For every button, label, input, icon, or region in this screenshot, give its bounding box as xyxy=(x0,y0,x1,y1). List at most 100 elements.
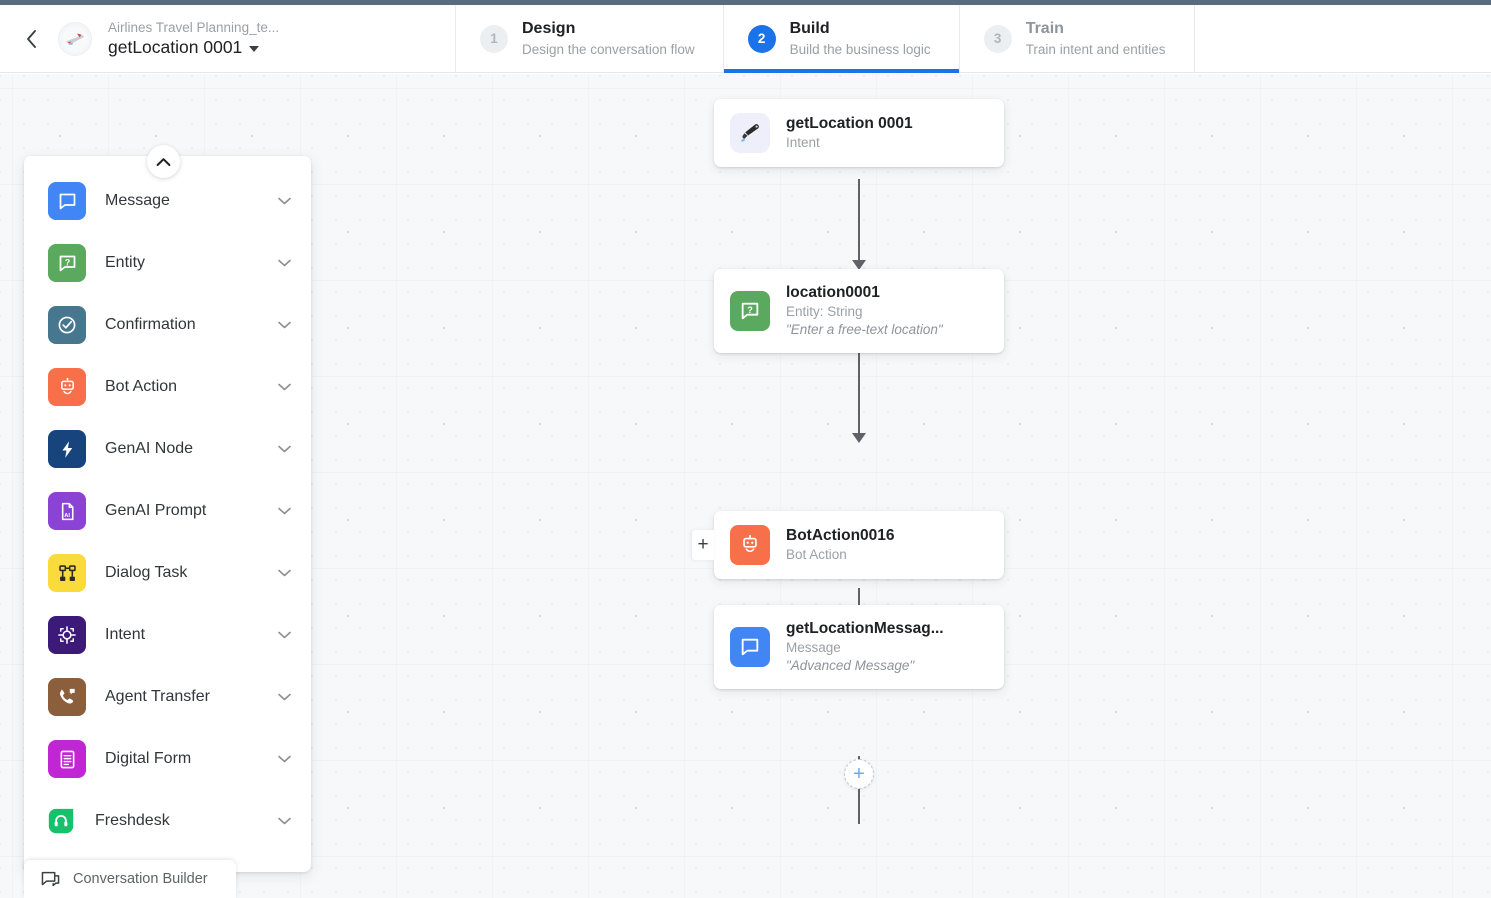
palette-item-genai-node-label: GenAI Node xyxy=(105,440,194,457)
palette-item-dialog-task-label: Dialog Task xyxy=(105,564,188,581)
palette-item-bot-action-label: Bot Action xyxy=(105,378,178,395)
node-palette-list: Message ? Entity xyxy=(24,156,311,872)
palette-item-dialog-task[interactable]: Dialog Task xyxy=(24,542,311,604)
conversation-builder-button[interactable]: Conversation Builder xyxy=(24,860,236,898)
palette-item-intent[interactable]: Intent xyxy=(24,604,311,666)
entity-question-glyph: ? xyxy=(741,302,759,320)
connector-1 xyxy=(858,179,860,265)
project-title-block: Airlines Travel Planning_te... getLocati… xyxy=(108,19,279,59)
check-circle-glyph xyxy=(58,316,76,334)
connector-2 xyxy=(858,352,860,438)
tab-design-number: 1 xyxy=(480,24,508,53)
ai-document-icon: AI xyxy=(48,492,86,530)
tab-design-label: Design xyxy=(522,19,576,37)
freshdesk-headset-icon xyxy=(42,802,80,840)
flow-canvas[interactable]: getLocation 0001 Intent ? location0001 E… xyxy=(0,74,1491,898)
airplane-avatar-icon xyxy=(62,25,88,52)
tab-design[interactable]: 1 Design Design the conversation flow xyxy=(456,5,724,72)
add-branch-button[interactable]: + xyxy=(692,530,714,560)
message-bubble-glyph xyxy=(741,638,759,656)
flow-node-entity-title: location0001 xyxy=(786,284,880,301)
conversation-builder-icon xyxy=(41,871,60,886)
palette-item-entity[interactable]: ? Entity xyxy=(24,232,311,294)
palette-item-intent-label: Intent xyxy=(105,626,146,643)
page-title: getLocation 0001 xyxy=(108,36,243,57)
palette-item-agent-transfer[interactable]: Agent Transfer xyxy=(24,666,311,728)
flow-node-entity[interactable]: ? location0001 Entity: String "Enter a f… xyxy=(714,269,1004,353)
add-circle-icon: + xyxy=(853,763,865,785)
flow-node-intent-subtitle: Intent xyxy=(786,135,820,150)
palette-item-entity-label: Entity xyxy=(105,254,146,271)
palette-item-freshdesk[interactable]: Freshdesk xyxy=(24,790,311,852)
window-top-bar xyxy=(0,0,1491,5)
palette-collapse-button[interactable] xyxy=(147,145,180,178)
lightning-bolt-icon xyxy=(48,430,86,468)
back-button[interactable] xyxy=(14,22,48,56)
svg-text:?: ? xyxy=(64,257,69,267)
tab-build-number: 2 xyxy=(747,24,776,53)
flow-node-intent[interactable]: getLocation 0001 Intent xyxy=(714,99,1004,167)
chevron-down-icon[interactable] xyxy=(278,445,291,453)
avatar xyxy=(58,21,92,56)
tab-train-description: Train intent and entities xyxy=(1025,41,1166,57)
robot-glyph xyxy=(743,534,757,553)
tab-train-label: Train xyxy=(1025,19,1064,37)
chevron-down-icon[interactable] xyxy=(278,817,291,825)
wizard-tabs: 1 Design Design the conversation flow 2 … xyxy=(456,5,1195,73)
node-palette: Message ? Entity xyxy=(24,156,311,872)
rocket-glyph xyxy=(741,124,759,142)
flow-node-bot-action[interactable]: + BotAction0016 Bot Action xyxy=(692,511,1004,579)
tab-build[interactable]: 2 Build Build the business logic xyxy=(723,5,960,73)
palette-item-digital-form[interactable]: Digital Form xyxy=(24,728,311,790)
chevron-down-icon[interactable] xyxy=(278,569,291,577)
target-crosshair-glyph xyxy=(58,626,76,644)
header-left-section: Airlines Travel Planning_te... getLocati… xyxy=(0,5,456,72)
flow-node-message-prompt: "Advanced Message" xyxy=(786,658,915,673)
chevron-down-icon[interactable] xyxy=(278,259,291,267)
target-crosshair-icon xyxy=(48,616,86,654)
chevron-down-icon[interactable] xyxy=(278,693,291,701)
message-bubble-icon xyxy=(48,182,86,220)
rocket-icon xyxy=(730,113,770,153)
tab-train-number: 3 xyxy=(983,24,1012,53)
node-tree-icon xyxy=(48,554,86,592)
form-document-glyph xyxy=(60,750,74,768)
flow-node-message[interactable]: getLocationMessag... Message "Advanced M… xyxy=(714,605,1004,689)
robot-glyph xyxy=(60,377,74,394)
flow-node-bot-action-subtitle: Bot Action xyxy=(786,547,847,562)
tab-build-label: Build xyxy=(789,19,830,37)
chevron-down-icon[interactable] xyxy=(278,321,291,329)
svg-text:AI: AI xyxy=(64,513,70,519)
app-header: Airlines Travel Planning_te... getLocati… xyxy=(0,5,1491,73)
add-node-button[interactable]: + xyxy=(844,759,874,789)
palette-item-confirmation[interactable]: Confirmation xyxy=(24,294,311,356)
palette-item-bot-action[interactable]: Bot Action xyxy=(24,356,311,418)
project-name: Airlines Travel Planning_te... xyxy=(108,19,280,35)
flow-node-message-title: getLocationMessag... xyxy=(786,620,944,637)
flow-node-bot-action-title: BotAction0016 xyxy=(786,527,895,544)
palette-item-agent-transfer-label: Agent Transfer xyxy=(105,688,210,705)
chevron-down-icon[interactable] xyxy=(278,755,291,763)
flow-node-message-subtitle: Message xyxy=(786,640,841,655)
tab-train[interactable]: 3 Train Train intent and entities xyxy=(959,5,1195,72)
freshdesk-headset-glyph xyxy=(48,808,74,834)
task-title-row[interactable]: getLocation 0001 xyxy=(108,36,279,59)
node-tree-glyph xyxy=(58,564,76,581)
robot-icon xyxy=(48,368,86,406)
chevron-down-icon[interactable] xyxy=(278,507,291,515)
palette-item-genai-node[interactable]: GenAI Node xyxy=(24,418,311,480)
palette-item-message[interactable]: Message xyxy=(24,170,311,232)
connector-4 xyxy=(858,756,860,824)
chevron-down-icon[interactable] xyxy=(278,631,291,639)
chevron-down-icon[interactable] xyxy=(278,383,291,391)
phone-transfer-glyph xyxy=(59,688,75,704)
palette-item-freshdesk-label: Freshdesk xyxy=(95,812,170,829)
tab-design-description: Design the conversation flow xyxy=(522,41,695,57)
message-bubble-icon xyxy=(730,627,770,667)
flow-node-entity-prompt: "Enter a free-text location" xyxy=(786,322,943,337)
palette-item-genai-prompt[interactable]: AI GenAI Prompt xyxy=(24,480,311,542)
chevron-down-icon[interactable] xyxy=(278,197,291,205)
caret-down-icon[interactable] xyxy=(249,45,260,52)
connector-2-arrow xyxy=(852,433,866,443)
